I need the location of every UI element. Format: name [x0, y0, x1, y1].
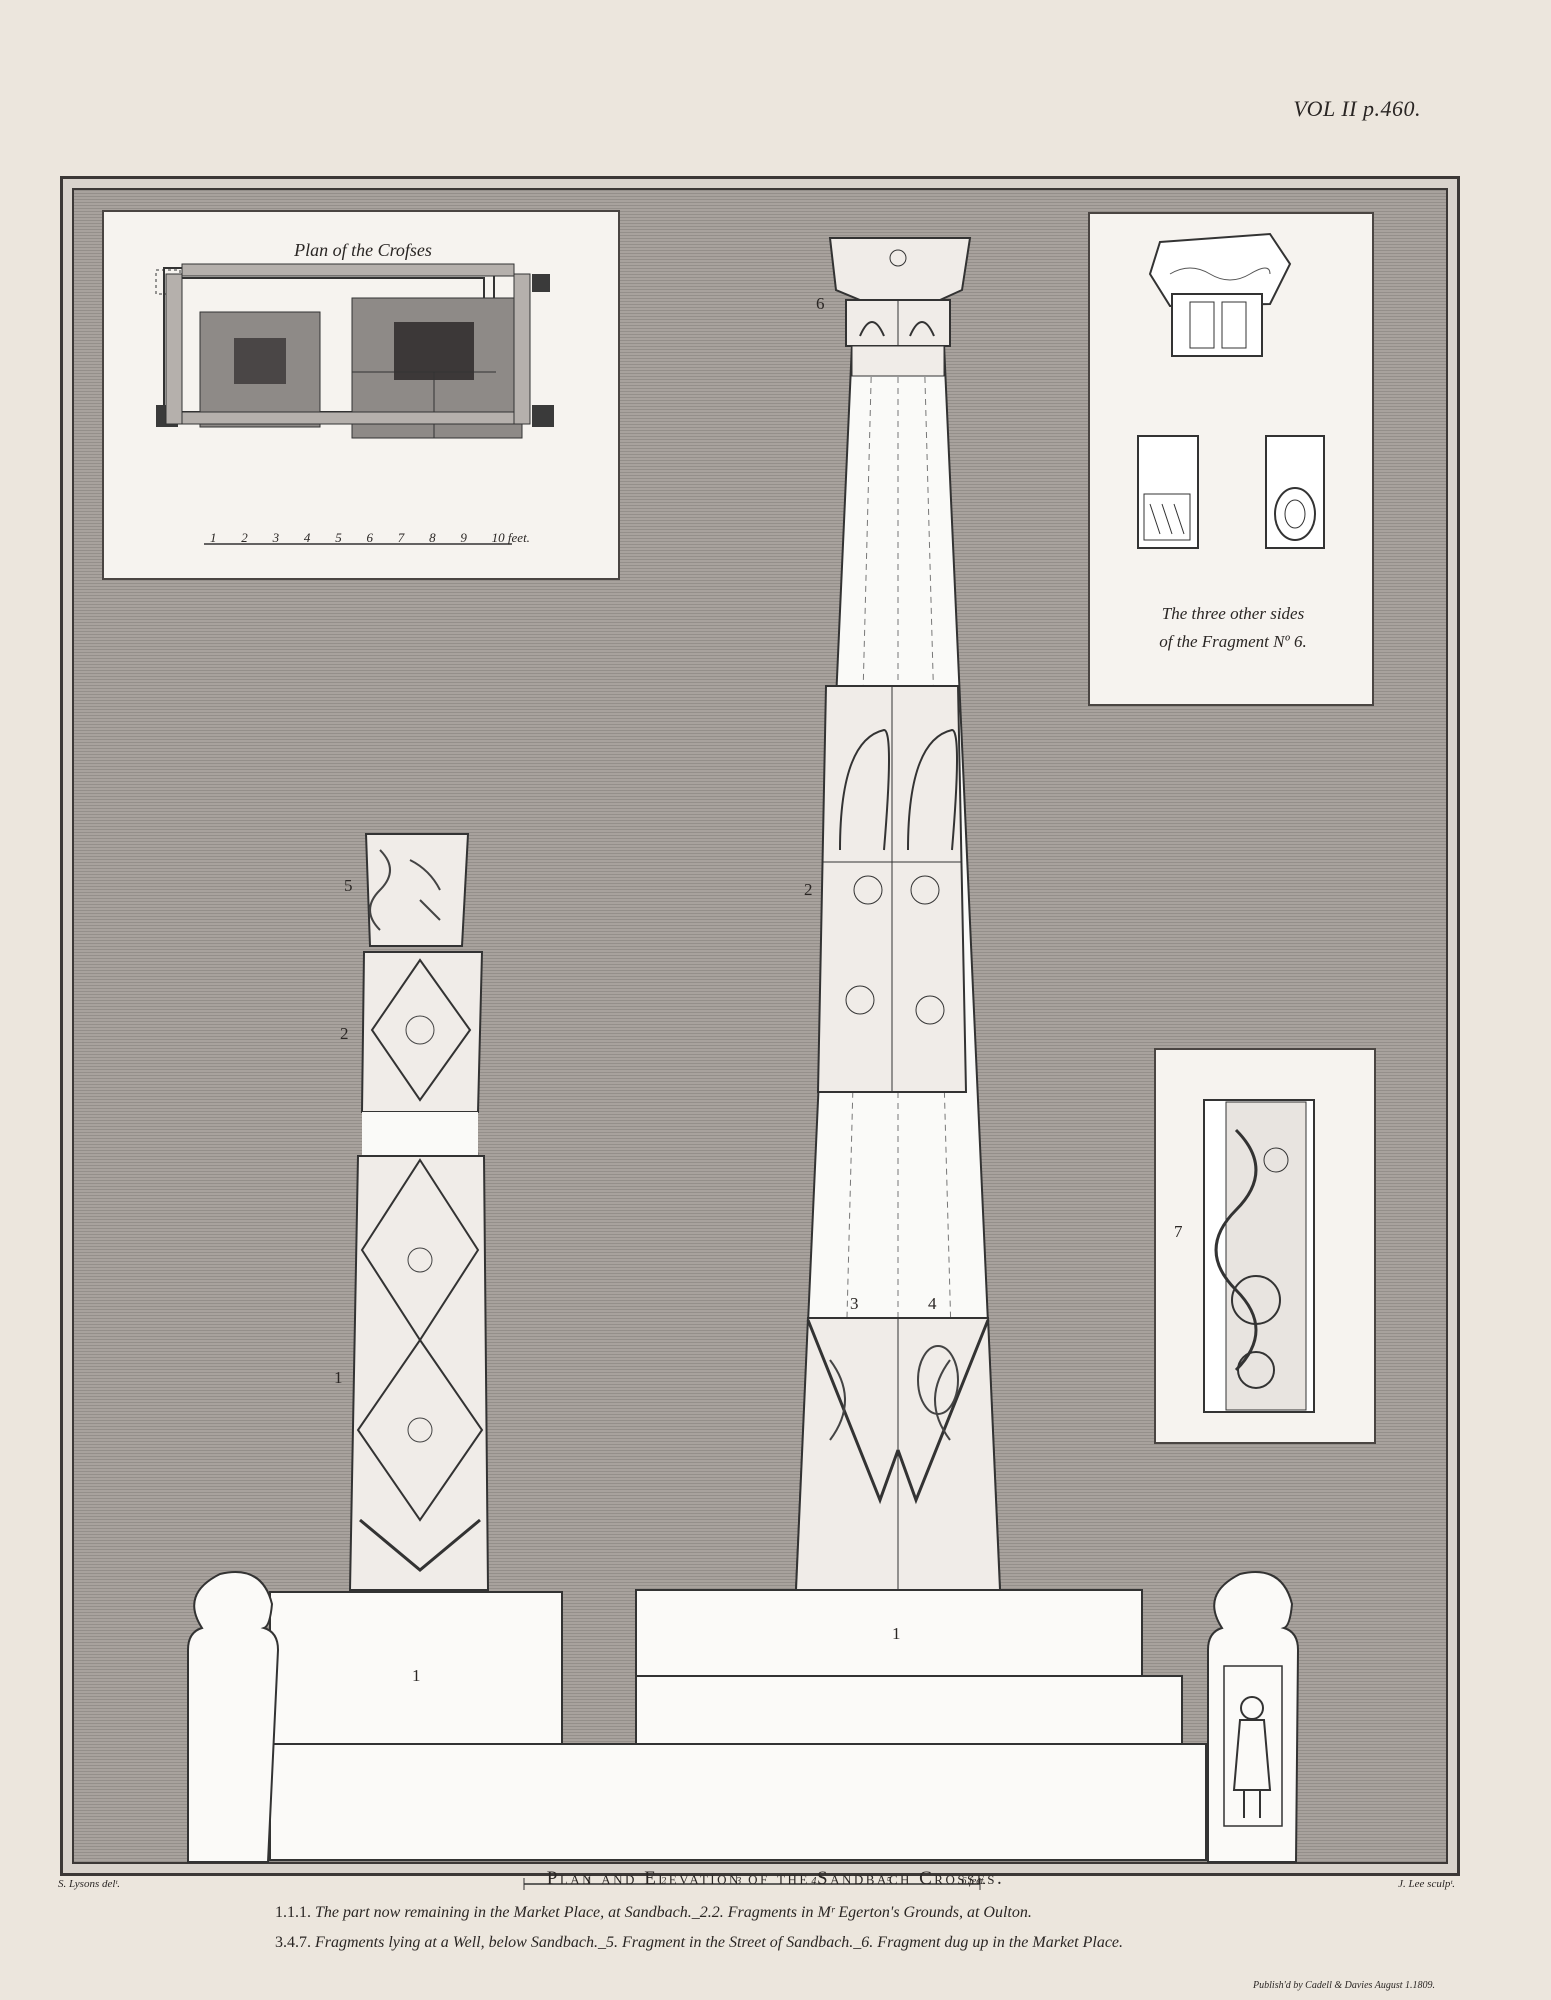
plan-scale-mark: 1 — [210, 530, 217, 545]
volume-reference: VOL II p.460. — [1293, 96, 1421, 121]
fragment-six-caption-line2: of the Fragment Nº 6. — [1159, 632, 1307, 651]
plan-scale-mark: 10 feet. — [491, 530, 530, 545]
label-base-left: 1 — [412, 1666, 421, 1685]
legend-line-2-text: Fragments lying at a Well, below Sandbac… — [315, 1934, 1124, 1951]
label-fragment-2-right: 2 — [804, 880, 813, 899]
label-fragment-7: 7 — [1174, 1222, 1183, 1241]
plan-scale-mark: 2 — [241, 530, 248, 545]
legend-line-1-numbers: 1.1.1. — [275, 1904, 311, 1921]
plate-title: Plan and Elevation of the Sandbach Cross… — [546, 1868, 1005, 1889]
elevation-scale: 1 2 3 4 5 6 feet. — [586, 1876, 986, 1887]
plan-drawing — [155, 263, 554, 545]
plan-scale: 1 2 3 4 5 6 7 8 9 10 feet. — [210, 530, 530, 546]
elevation-scale-mark: 5 — [886, 1876, 892, 1887]
plan-scale-mark: 7 — [397, 530, 405, 545]
plan-scale-mark: 3 — [272, 530, 280, 545]
label-fragment-4: 4 — [928, 1294, 937, 1313]
elevation-scale-mark: 4 — [811, 1876, 817, 1887]
label-fragment-5: 5 — [344, 876, 353, 895]
legend-line-1: 1.1.1. The part now remaining in the Mar… — [275, 1904, 1032, 1922]
fragment-seven-drawing — [1203, 1099, 1315, 1413]
legend-line-2-numbers: 3.4.7. — [275, 1934, 311, 1951]
legend-line-1-text: The part now remaining in the Market Pla… — [315, 1904, 1032, 1921]
elevation-scale-mark: 6 feet. — [961, 1876, 986, 1887]
fragment-seven-panel — [1154, 1048, 1376, 1444]
legend-line-2: 3.4.7. Fragments lying at a Well, below … — [275, 1934, 1123, 1952]
elevation-scale-mark: 3 — [736, 1876, 742, 1887]
elevation-scale-mark: 1 — [586, 1876, 591, 1887]
elevation-scale-mark: 2 — [661, 1876, 667, 1887]
plan-scale-mark: 9 — [460, 530, 467, 545]
plan-scale-mark: 8 — [429, 530, 436, 545]
plan-scale-mark: 4 — [303, 530, 311, 545]
label-fragment-3: 3 — [850, 1294, 859, 1313]
credit-draughtsman: S. Lysons delᵗ. — [58, 1878, 121, 1890]
label-fragment-6: 6 — [816, 294, 825, 313]
plan-scale-mark: 5 — [335, 530, 342, 545]
label-shaft-1: 1 — [334, 1368, 343, 1387]
label-fragment-2-left: 2 — [340, 1024, 349, 1043]
publisher-imprint: Publish'd by Cadell & Davies August 1.18… — [1253, 1980, 1435, 1991]
credit-engraver: J. Lee sculpᵗ. — [1398, 1878, 1455, 1890]
fragment-six-panel: The three other sides of the Fragment Nº… — [1088, 212, 1374, 706]
plan-title: Plan of the Crofses — [294, 240, 432, 260]
fragment-six-caption-line1: The three other sides — [1161, 604, 1305, 623]
plan-scale-mark: 6 — [366, 530, 373, 545]
fragment-six-sides-drawing — [1137, 232, 1325, 549]
label-base-right: 1 — [892, 1624, 901, 1643]
plan-panel: Plan of the Crofses 1 2 3 4 5 — [102, 210, 620, 580]
